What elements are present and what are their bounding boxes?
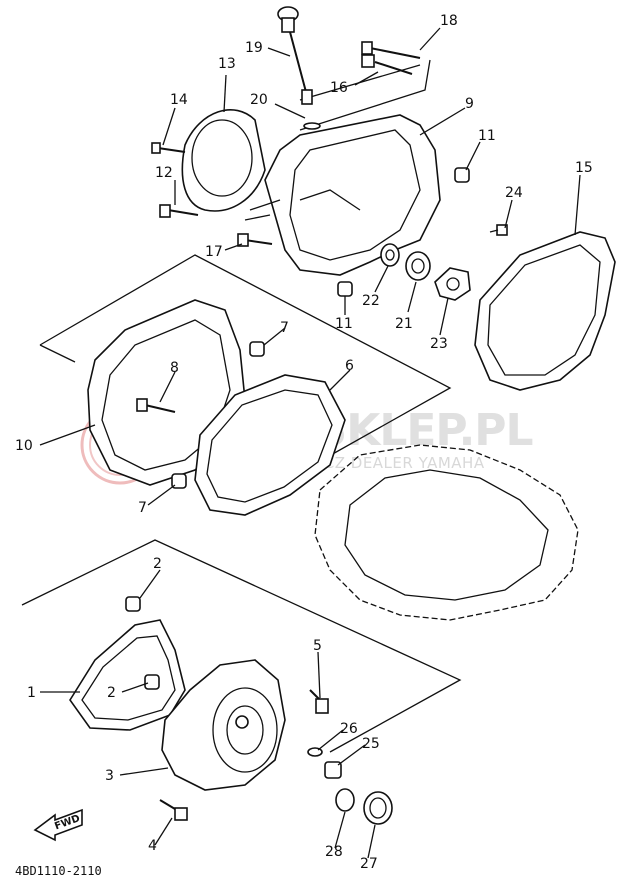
gasket-1 [69,619,186,731]
screw-24 [489,224,508,236]
callout-19: 19 [245,40,263,56]
callout-15: 15 [575,160,593,176]
bolt-4 [159,799,188,821]
callouts: 18 19 16 13 14 20 9 11 12 15 24 17 22 21… [15,13,593,872]
cover-3 [161,659,286,791]
gasket-23 [434,267,471,301]
bearing-21 [405,251,431,281]
callout-16: 16 [330,80,348,96]
callout-13: 13 [218,56,236,72]
middle-plane [39,254,452,479]
dowel-7-lower [171,473,187,489]
bolt-12 [159,204,199,218]
callout-7-upper: 7 [280,320,289,336]
callout-11-lower: 11 [335,316,353,332]
callout-7-lower: 7 [138,500,147,516]
gasket-15 [474,231,616,391]
plug-27 [363,791,393,825]
callout-18: 18 [440,13,458,29]
callout-24: 24 [505,185,523,201]
engine-crankcase [314,444,579,621]
callout-17: 17 [205,244,223,260]
cover-13 [181,109,266,212]
callout-4: 4 [148,838,157,854]
callout-26: 26 [340,721,358,737]
o-ring-28 [335,788,355,812]
callout-23: 23 [430,336,448,352]
bolt-8 [136,398,176,413]
callout-27: 27 [360,856,378,872]
callout-11-upper: 11 [478,128,496,144]
o-ring-20 [303,122,321,130]
bolt-14 [151,142,186,154]
callout-2-lower: 2 [107,685,116,701]
dowel-7-upper [249,341,265,357]
callout-9: 9 [465,96,474,112]
callout-25: 25 [362,736,380,752]
plug-25 [324,761,342,779]
callout-10: 10 [15,438,33,454]
dowel-2-upper [125,596,141,612]
callout-28: 28 [325,844,343,860]
crankcase-cover-9 [244,114,441,276]
dowel-11-upper [454,167,470,183]
dowel-2-lower [144,674,160,690]
callout-1: 1 [27,685,36,701]
bolt-16 [361,54,413,75]
callout-2-upper: 2 [153,556,162,572]
callout-3: 3 [105,768,114,784]
diagram-code: 4BD1110-2110 [15,864,102,878]
callout-22: 22 [362,293,380,309]
dowel-11-lower [337,281,353,297]
callout-6: 6 [345,358,354,374]
callout-21: 21 [395,316,413,332]
callout-8: 8 [170,360,179,376]
bolt-18 [361,41,421,59]
forward-arrow-icon: FWD [33,808,83,842]
seal-22 [380,243,400,267]
callout-14: 14 [170,92,188,108]
callout-20: 20 [250,92,268,108]
leader-lines [39,27,581,859]
bolt-5 [309,689,329,714]
callout-5: 5 [313,638,322,654]
dipstick-19 [277,6,313,105]
bolt-17 [237,233,273,247]
callout-12: 12 [155,165,173,181]
lower-plane [21,539,462,753]
gasket-6 [194,374,346,516]
